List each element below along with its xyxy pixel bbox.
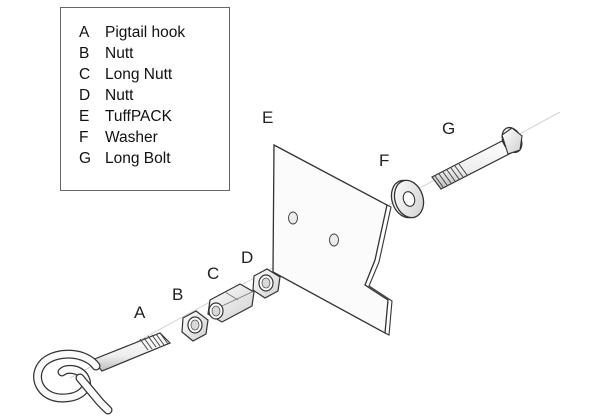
- legend-label: Nutt: [105, 87, 134, 104]
- plate-hole: [288, 211, 298, 225]
- nut-b: [181, 310, 209, 342]
- legend-letter: C: [79, 66, 91, 83]
- legend-item-f: F Washer: [79, 128, 158, 148]
- parts-legend: A Pigtail hook B Nutt C Long Nutt D Nutt E Tu…: [60, 7, 230, 191]
- legend-letter: D: [79, 87, 91, 104]
- callout-d: D: [241, 248, 253, 267]
- legend-letter: B: [79, 45, 90, 62]
- long-nut-c: [207, 283, 255, 323]
- callout-f: F: [379, 151, 389, 170]
- legend-label: Long Bolt: [105, 150, 171, 167]
- legend-label: Washer: [105, 129, 158, 146]
- legend-item-e: E TuffPACK: [79, 107, 172, 127]
- nut-d: [252, 268, 281, 299]
- callout-a: A: [134, 303, 146, 322]
- legend-letter: G: [79, 150, 92, 167]
- legend-letter: A: [79, 24, 90, 41]
- legend-letter: F: [79, 129, 89, 146]
- legend-label: Long Nutt: [105, 66, 173, 83]
- legend-label: TuffPACK: [105, 108, 172, 125]
- legend-label: Nutt: [105, 45, 134, 62]
- callout-b: B: [172, 285, 183, 304]
- plate-hole: [329, 233, 339, 247]
- legend-item-d: D Nutt: [79, 86, 133, 106]
- legend-item-b: B Nutt: [79, 44, 133, 64]
- long-bolt-g: [431, 126, 523, 190]
- callout-e: E: [262, 108, 273, 127]
- legend-label: Pigtail hook: [105, 24, 186, 41]
- legend-item-g: G Long Bolt: [79, 149, 171, 169]
- washer-f: [390, 179, 425, 219]
- legend-item-c: C Long Nutt: [79, 65, 172, 85]
- legend-letter: E: [79, 108, 90, 125]
- tuffpack-plate: [272, 143, 393, 336]
- pigtail-hook: [33, 332, 172, 415]
- legend-item-a: A Pigtail hook: [79, 23, 185, 43]
- callout-c: C: [207, 264, 219, 283]
- callout-g: G: [442, 119, 455, 138]
